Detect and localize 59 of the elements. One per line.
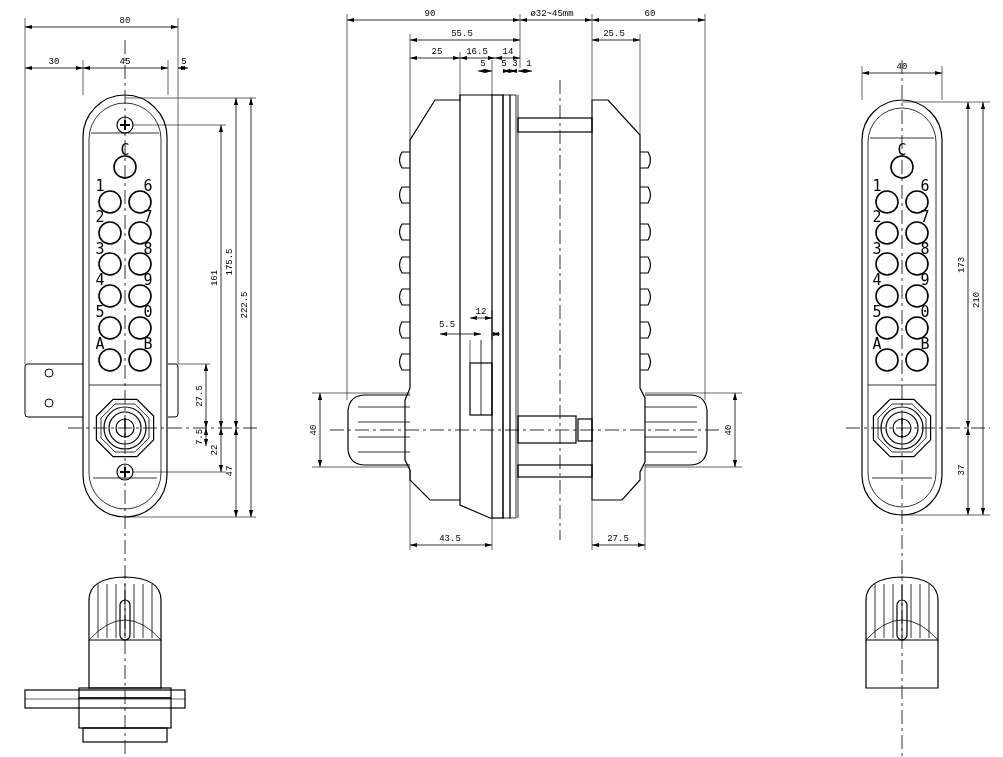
key-label: 1: [95, 177, 105, 195]
dimension-label: 30: [48, 57, 60, 67]
dimension-label: 7.5: [195, 428, 205, 446]
dimension-label: 27.5: [607, 534, 629, 544]
key-label: 3: [872, 240, 882, 258]
dimension-label: 5: [181, 57, 187, 67]
dimension-label: 16.5: [466, 47, 488, 57]
key-label: A: [95, 335, 105, 353]
key-label: 6: [143, 177, 153, 195]
dimension-label: 5.5: [438, 320, 456, 330]
key-label: 5: [95, 303, 105, 321]
key-label: 9: [143, 271, 153, 289]
key-label: A: [872, 335, 882, 353]
dimension-label: 45: [119, 57, 131, 67]
dimension-label: 5: [480, 59, 486, 69]
dimension-label: 12: [475, 307, 487, 317]
dimension-label: 210: [972, 291, 982, 309]
key-label: B: [920, 335, 930, 353]
dimension-label: 25: [431, 47, 443, 57]
dimension-label: 47: [225, 465, 235, 477]
dimension-label: 5: [501, 59, 507, 69]
dimension-label: 161: [210, 269, 220, 287]
key-label: C: [897, 141, 907, 159]
key-label: C: [120, 141, 130, 159]
dimension-label: 43.5: [439, 534, 461, 544]
key-label: 4: [872, 271, 882, 289]
key-label: B: [143, 335, 153, 353]
key-label: 3: [95, 240, 105, 258]
dimension-label: 37: [957, 464, 967, 476]
dimension-label: 80: [119, 16, 131, 26]
key-label: 6: [920, 177, 930, 195]
key-label: 2: [872, 208, 882, 226]
dimension-label: 1: [526, 59, 532, 69]
key-label: 7: [143, 208, 153, 226]
dimension-label: 173: [957, 256, 967, 274]
key-label: 0: [143, 303, 153, 321]
dimension-label: 222.5: [240, 291, 250, 319]
key-label: 8: [143, 240, 153, 258]
dimension-label: 14: [502, 47, 514, 57]
dimension-label: 175.5: [225, 248, 235, 276]
key-label: 1: [872, 177, 882, 195]
dimension-label: 22: [210, 444, 220, 456]
dimension-label: 3: [512, 59, 518, 69]
dimension-label: 40: [724, 424, 734, 436]
dimension-label: ø32~45mm: [530, 9, 574, 19]
key-label: 7: [920, 208, 930, 226]
dimension-label: 55.5: [451, 29, 473, 39]
dimension-label: 25.5: [603, 29, 625, 39]
dimension-label: 27.5: [195, 385, 205, 407]
key-label: 0: [920, 303, 930, 321]
key-label: 5: [872, 303, 882, 321]
key-label: 8: [920, 240, 930, 258]
dimension-label: 60: [644, 9, 656, 19]
key-label: 2: [95, 208, 105, 226]
dimension-label: 90: [424, 9, 436, 19]
key-label: 4: [95, 271, 105, 289]
key-label: 9: [920, 271, 930, 289]
dimension-label: 40: [309, 424, 319, 436]
dimension-label: 40: [896, 62, 908, 72]
